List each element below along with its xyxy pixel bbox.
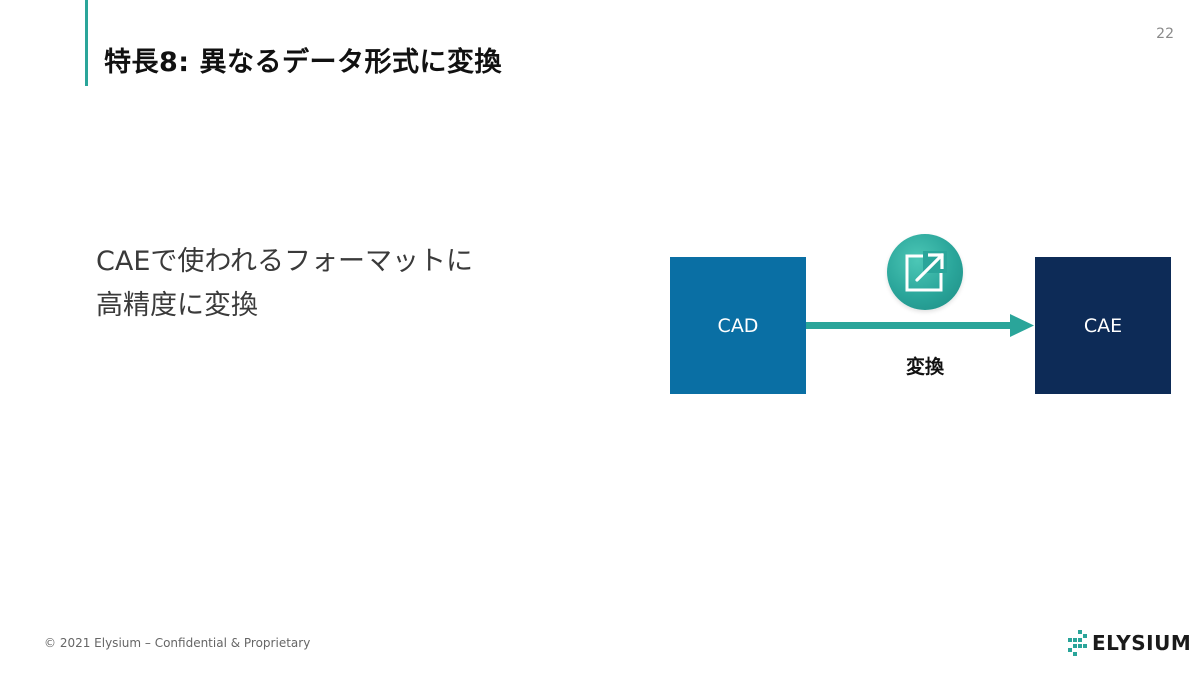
cad-label: CAD [717, 314, 759, 337]
cae-label: CAE [1083, 314, 1123, 337]
footer-copyright: © 2021 Elysium – Confidential & Propriet… [44, 636, 311, 650]
page-number: 22 [1156, 26, 1174, 42]
elysium-logo-text: ELYSIUM [1092, 631, 1192, 655]
body-line-1: CAEで使われるフォーマットに [96, 246, 474, 277]
cad-box: CAD [670, 257, 806, 394]
slide-title: 特長8: 異なるデータ形式に変換 [104, 47, 502, 78]
elysium-logo-mark-icon [1068, 630, 1087, 656]
body-text: CAEで使われるフォーマットに 高精度に変換 [96, 240, 473, 328]
conversion-label: 変換 [905, 356, 944, 378]
cae-box: CAE [1035, 257, 1171, 394]
body-line-2: 高精度に変換 [96, 290, 258, 321]
title-accent-bar [85, 0, 88, 86]
convert-arrow-icon [887, 234, 963, 310]
conversion-arrow [806, 314, 1034, 337]
